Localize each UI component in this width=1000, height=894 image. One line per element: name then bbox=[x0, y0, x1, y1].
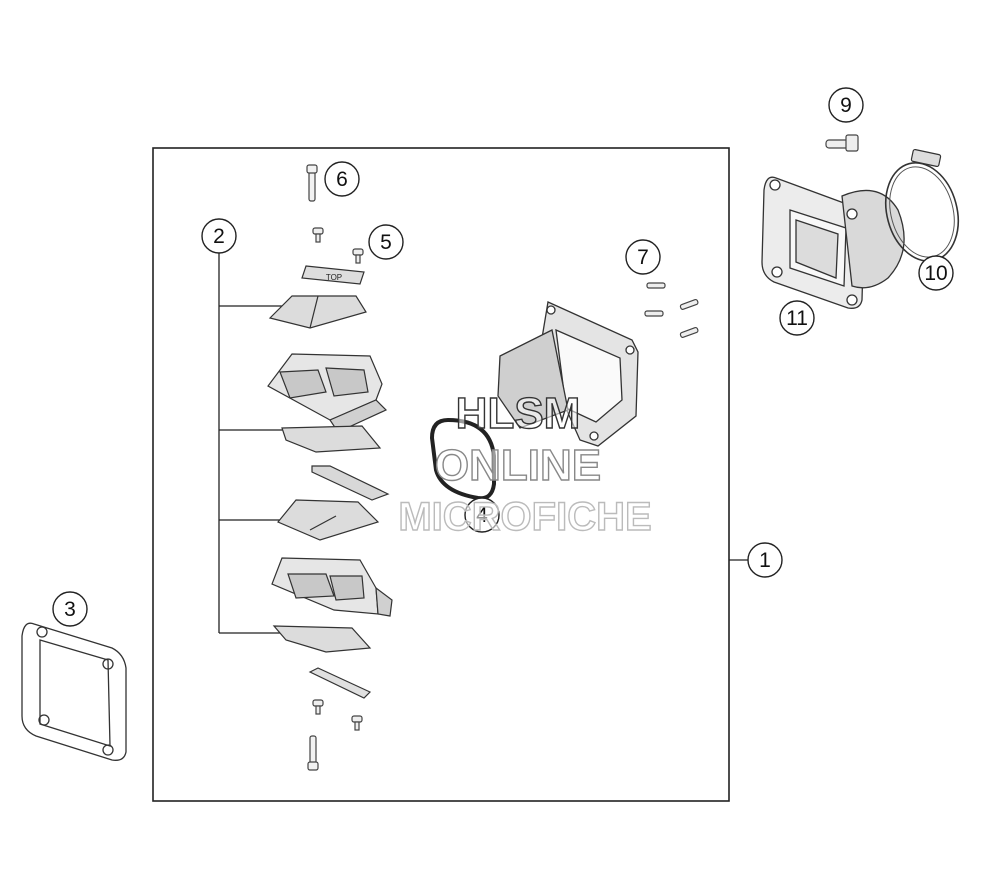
flange-screws bbox=[644, 282, 699, 338]
svg-text:3: 3 bbox=[64, 598, 76, 621]
watermark-line-3: MICROFICHE bbox=[398, 495, 651, 539]
clamp-bolt bbox=[825, 134, 859, 152]
reed-petal-2 bbox=[281, 425, 382, 453]
svg-text:7: 7 bbox=[637, 246, 649, 269]
svg-text:1: 1 bbox=[759, 549, 771, 572]
callout-1: 1 bbox=[747, 542, 783, 578]
callout-5: 5 bbox=[368, 224, 404, 260]
callout-11: 11 bbox=[779, 300, 815, 336]
reed-petal-3 bbox=[277, 499, 380, 541]
svg-text:10: 10 bbox=[924, 262, 947, 285]
item-2-bracket bbox=[218, 250, 290, 634]
watermark: HLSM ONLINE MICROFICHE bbox=[398, 388, 653, 539]
reed-petal-1 bbox=[268, 295, 367, 329]
callout-6: 6 bbox=[324, 161, 360, 197]
long-bolt-top bbox=[306, 164, 318, 202]
callout-4: 4 bbox=[464, 497, 500, 533]
callout-7: 7 bbox=[625, 239, 661, 275]
svg-text:5: 5 bbox=[380, 231, 392, 254]
gasket bbox=[21, 622, 127, 761]
callout-9: 9 bbox=[828, 87, 864, 123]
reed-spacer bbox=[311, 465, 390, 501]
intake-boot bbox=[761, 176, 905, 309]
svg-text:11: 11 bbox=[786, 307, 808, 330]
watermark-line-1: HLSM bbox=[456, 389, 581, 438]
assembly-frame bbox=[152, 147, 730, 802]
intake-housing bbox=[497, 301, 639, 447]
callout-3: 3 bbox=[52, 591, 88, 627]
long-bolt-bottom bbox=[307, 735, 319, 771]
reed-cage-lower bbox=[271, 557, 393, 617]
reed-cage-upper bbox=[267, 353, 388, 433]
svg-text:2: 2 bbox=[213, 225, 225, 248]
small-screws-bottom bbox=[312, 699, 363, 731]
callout-2: 2 bbox=[201, 218, 237, 254]
callout-10: 10 bbox=[918, 255, 954, 291]
top-mark: TOP bbox=[326, 273, 342, 282]
svg-text:6: 6 bbox=[336, 168, 348, 191]
bottom-plate bbox=[308, 667, 372, 699]
svg-text:9: 9 bbox=[840, 94, 852, 117]
small-screws-top bbox=[312, 227, 364, 264]
svg-text:4: 4 bbox=[476, 504, 488, 527]
reed-petal-4 bbox=[272, 625, 372, 653]
watermark-line-2: ONLINE bbox=[435, 441, 601, 490]
top-plate: TOP bbox=[301, 265, 365, 285]
